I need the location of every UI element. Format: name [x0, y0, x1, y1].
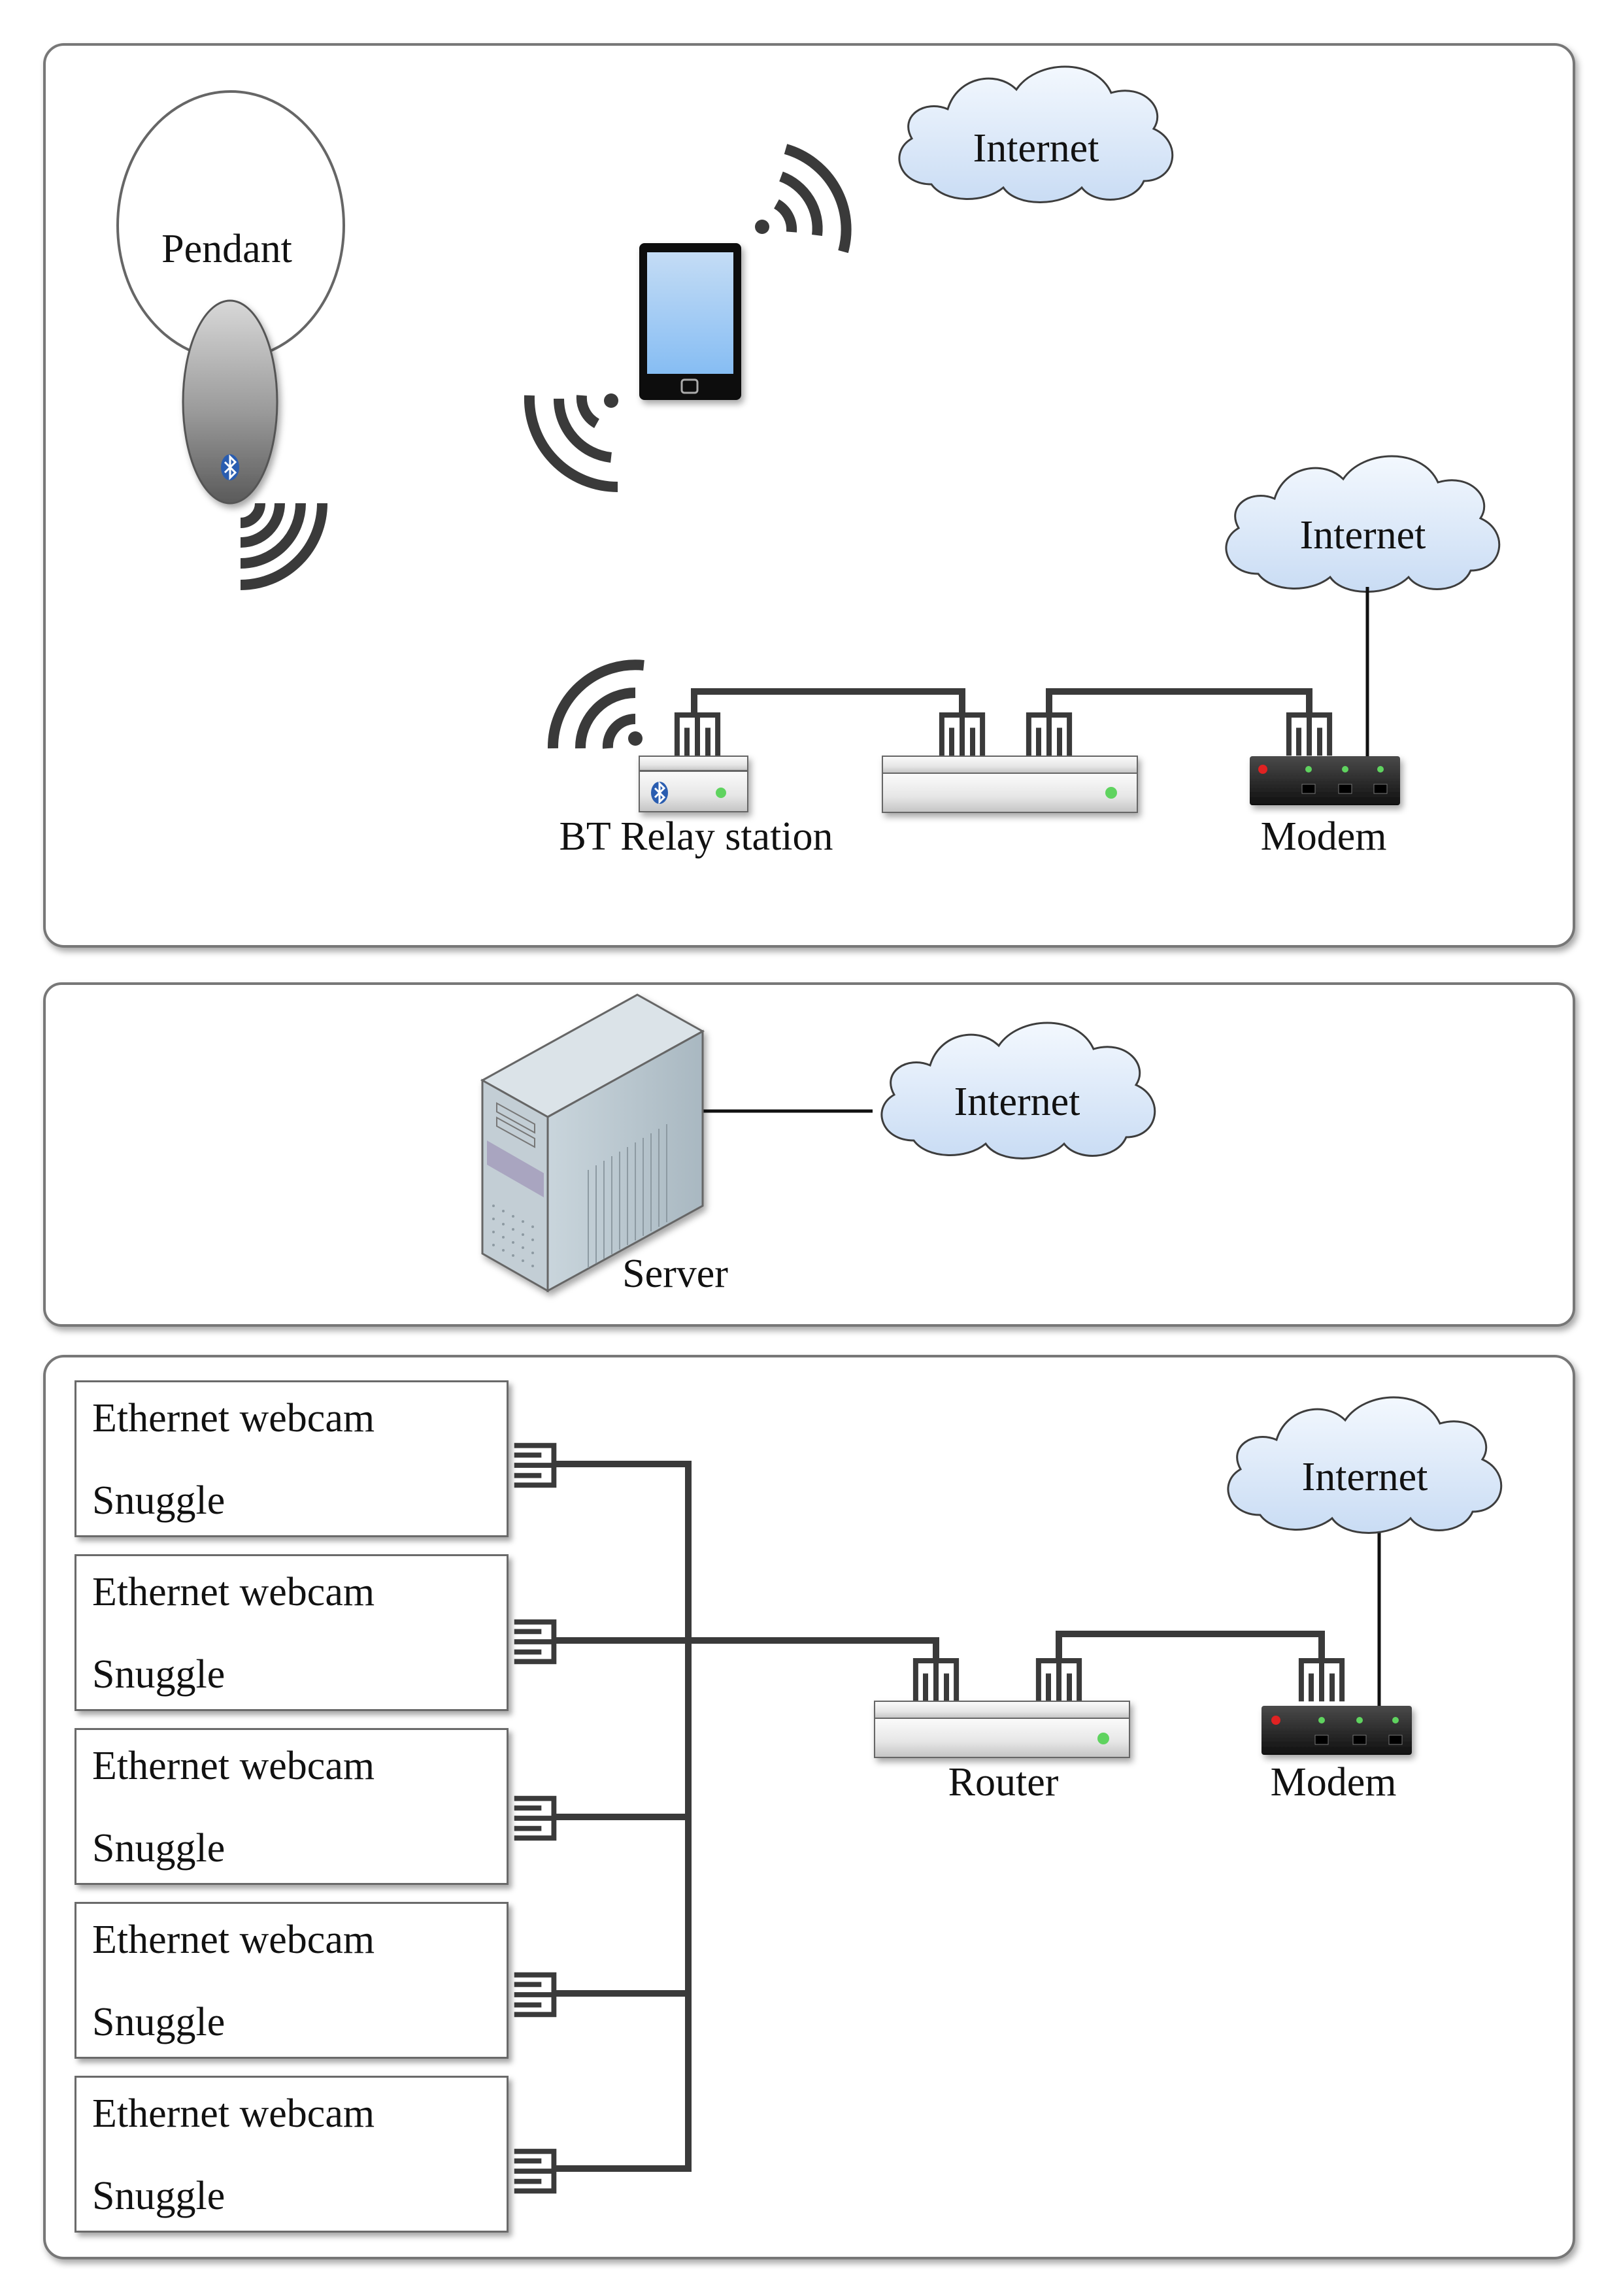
- server-label: Server: [622, 1252, 728, 1296]
- bluetooth-icon: [221, 454, 239, 480]
- modem-icon: [1262, 1706, 1412, 1755]
- device-type-label: Ethernet webcam: [92, 1744, 375, 1788]
- internet-label: Internet: [1301, 1455, 1428, 1499]
- wifi-signal-icon: [524, 393, 618, 492]
- wifi-signal-icon: [755, 144, 852, 254]
- device-type-label: Ethernet webcam: [92, 1570, 375, 1614]
- router-icon: [874, 1701, 1130, 1758]
- router-icon: [882, 756, 1138, 813]
- device-name-label: Snuggle: [92, 1478, 226, 1523]
- internet-label: Internet: [954, 1080, 1080, 1124]
- device-type-label: Ethernet webcam: [92, 1918, 375, 1962]
- cable-lines: [552, 1461, 1325, 2172]
- bt-relay-station-label: BT Relay station: [559, 814, 833, 859]
- bluetooth-icon: [651, 781, 668, 805]
- internet-label: Internet: [1299, 513, 1426, 557]
- device-name-label: Snuggle: [92, 2000, 226, 2044]
- device-box: Ethernet webcam Snuggle: [75, 1380, 509, 1537]
- panel-middle-frame: [43, 982, 1575, 1327]
- modem-icon: [1250, 756, 1400, 805]
- device-box: Ethernet webcam Snuggle: [75, 1902, 509, 2059]
- wifi-signal-icon: [240, 503, 327, 590]
- cable-lines: [691, 688, 1312, 714]
- phone-icon: [639, 243, 741, 400]
- pendant-body: [182, 299, 278, 505]
- device-box: Ethernet webcam Snuggle: [75, 1728, 509, 1885]
- device-box: Ethernet webcam Snuggle: [75, 2076, 509, 2233]
- device-name-label: Snuggle: [92, 2174, 226, 2218]
- device-box: Ethernet webcam Snuggle: [75, 1554, 509, 1711]
- device-name-label: Snuggle: [92, 1652, 226, 1697]
- pendant-label: Pendant: [161, 227, 292, 271]
- modem-label: Modem: [1270, 1760, 1397, 1805]
- modem-label: Modem: [1260, 814, 1387, 859]
- panel-top-frame: [43, 43, 1575, 948]
- device-type-label: Ethernet webcam: [92, 2091, 375, 2136]
- router-label: Router: [948, 1760, 1059, 1805]
- internet-label: Internet: [973, 126, 1099, 171]
- device-type-label: Ethernet webcam: [92, 1396, 375, 1440]
- wifi-signal-icon: [547, 659, 644, 749]
- device-name-label: Snuggle: [92, 1826, 226, 1871]
- server-tower-icon: [480, 993, 705, 1293]
